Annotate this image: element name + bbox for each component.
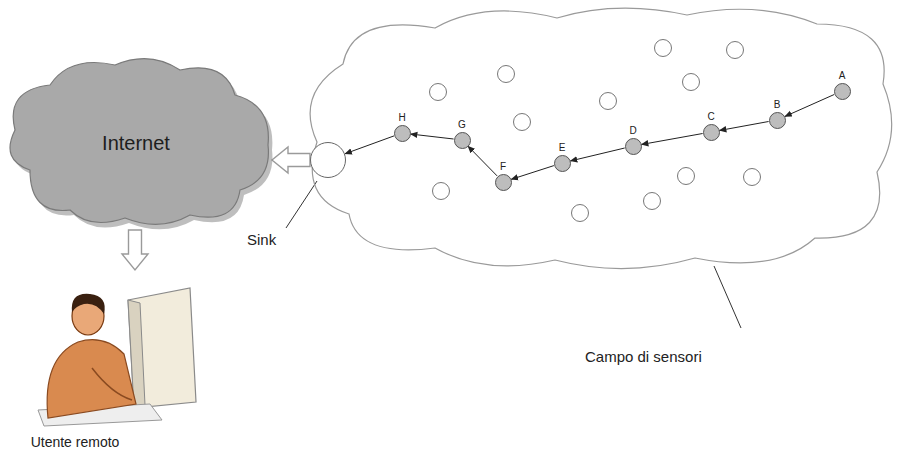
sensor-letter: F [492,161,514,173]
hop-arrow [570,148,624,161]
sensor-dot [554,155,571,172]
cloud-label: Internet [102,132,170,155]
hop-arrow [785,95,834,117]
internet-cloud: Internet [0,50,272,230]
hop-arrow [719,122,768,131]
block-arrow [272,147,310,173]
sensor-letter: D [622,125,644,137]
sensor-dot [703,124,720,141]
user-figure [38,288,196,426]
sensor-node: A [831,70,853,101]
sensor-dot [495,174,512,191]
field-leader [714,266,741,328]
hop-arrow [410,134,453,139]
sensor-letter: A [831,70,853,82]
block-arrow [122,230,148,270]
user-label: Utente remoto [31,434,120,450]
field-label: Campo di sensori [585,348,702,365]
sensor-letter: G [451,119,473,131]
sensor-node: B [766,99,788,130]
sink-label: Sink [247,231,276,248]
sink-leader [286,181,317,228]
sink-node: Sink [310,142,346,178]
sensor-letter: C [700,111,722,123]
hop-arrow [345,136,394,154]
sensor-node: E [551,142,573,173]
sensor-letter: E [551,142,573,154]
sensor-letter: B [766,99,788,111]
hop-arrow [511,166,554,180]
sensor-node: F [492,161,514,192]
idle-sensors [430,40,761,222]
sensor-field-cloud: Campo di sensoriSinkHGFEDCBA [295,2,900,272]
remote-user: Utente remoto [0,270,150,458]
sensor-letter: H [391,112,413,124]
sensor-dot [394,125,411,142]
sensor-node: G [451,119,473,150]
cloud-outline [295,2,900,272]
sensor-dot [625,138,642,155]
sensor-dot [769,112,786,129]
sensor-node: D [622,125,644,156]
sensor-dot [834,83,851,100]
sensor-node: C [700,111,722,142]
hop-arrow [468,146,497,176]
hop-arrow [641,134,702,145]
sensor-node: H [391,112,413,143]
sensor-dot [454,132,471,149]
